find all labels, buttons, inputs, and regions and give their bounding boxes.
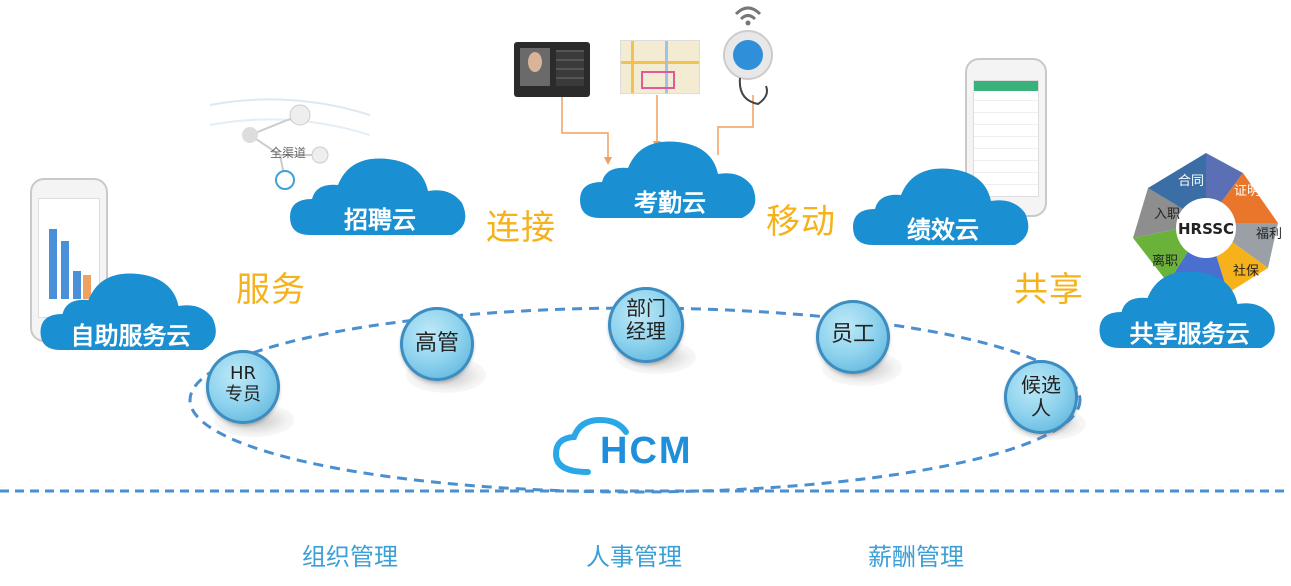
connector-service: 服务	[236, 270, 306, 310]
divider-line	[0, 489, 1285, 493]
hrssc-segment-benefits: 福利	[1256, 227, 1283, 242]
self-service-cloud-label: 自助服务云	[70, 322, 191, 350]
self-service-cloud: 自助服务云	[38, 270, 223, 355]
face-terminal-image	[514, 42, 590, 97]
performance-cloud: 绩效云	[852, 165, 1034, 250]
hrssc-segment-onboard: 入职	[1154, 207, 1181, 222]
self-service-phone	[30, 178, 108, 342]
shared-service-cloud-label: 共享服务云	[1129, 320, 1250, 348]
node-candidate-line1: 候选	[1021, 373, 1061, 397]
node-dept-line1: 部门	[626, 296, 666, 320]
node-dept-line2: 经理	[626, 319, 666, 343]
node-candidate: 候选 人	[1000, 358, 1100, 453]
bottom-org-management: 组织管理	[302, 543, 398, 571]
hrssc-segment-insurance: 社保	[1233, 264, 1260, 279]
connector-mobile: 移动	[766, 202, 836, 242]
beacon-image	[718, 0, 778, 110]
node-staff: 员工	[808, 298, 918, 398]
hcm-logo: HCM	[548, 412, 718, 482]
hrssc-segment-certificate: 证明	[1234, 184, 1261, 199]
performance-cloud-label: 绩效云	[907, 216, 979, 244]
attendance-cloud-label: 考勤云	[634, 189, 706, 217]
hrssc-segment-contract: 合同	[1178, 174, 1205, 189]
attendance-cloud: 考勤云	[580, 138, 760, 223]
bottom-payroll-management: 薪酬管理	[868, 543, 964, 571]
node-staff-label: 员工	[830, 322, 875, 347]
shared-service-cloud: 共享服务云	[1097, 268, 1282, 353]
hrssc-center: HRSSC	[1177, 220, 1235, 238]
hcm-logo-text: HCM	[600, 430, 693, 472]
node-hr-line1: HR	[229, 363, 257, 384]
node-executive: 高管	[392, 305, 502, 405]
recruit-cloud: 招聘云	[290, 155, 470, 240]
node-hr-line2: 专员	[225, 383, 261, 405]
bottom-personnel-management: 人事管理	[586, 543, 682, 571]
recruit-cloud-label: 招聘云	[344, 206, 416, 234]
hrssc-segment-resign: 离职	[1152, 254, 1179, 269]
node-candidate-line2: 人	[1031, 396, 1051, 420]
channel-center-label: 全渠道	[270, 145, 306, 160]
map-image	[620, 40, 700, 94]
connector-share: 共享	[1014, 270, 1084, 310]
node-hr-specialist: HR 专员	[196, 348, 306, 448]
connector-connect: 连接	[486, 208, 556, 248]
node-dept-manager: 部门 经理	[600, 285, 710, 385]
channel-network-graphic: 全渠道	[210, 98, 370, 190]
ellipse-ring	[188, 306, 1082, 494]
node-executive-label: 高管	[414, 331, 459, 356]
